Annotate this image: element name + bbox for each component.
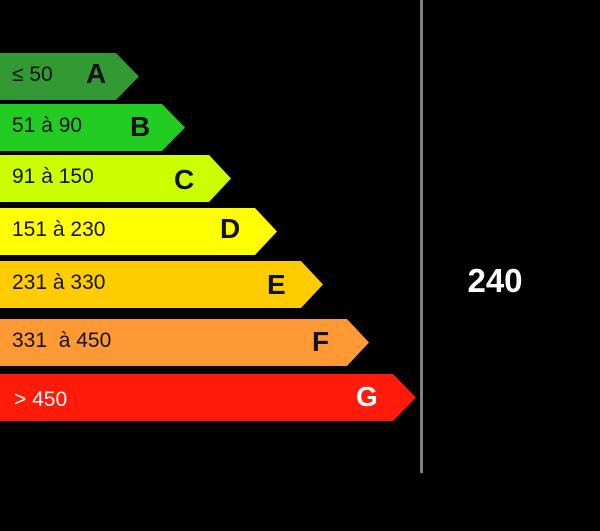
range-label-f: 331 à 450 <box>12 329 112 352</box>
class-letter-d: D <box>220 213 241 244</box>
class-letter-b: B <box>130 111 151 142</box>
rating-bar-d: 151 à 230 D <box>0 208 277 255</box>
arrow-shape-f <box>0 319 369 366</box>
range-label-c: 91 à 150 <box>12 165 94 188</box>
class-letter-a: A <box>86 58 107 89</box>
class-letter-g: G <box>356 381 378 412</box>
rating-bar-b: 51 à 90 B <box>0 104 185 151</box>
range-label-d: 151 à 230 <box>12 218 106 241</box>
rating-bar-e: 231 à 330 E <box>0 261 323 308</box>
class-letter-c: C <box>174 164 195 195</box>
range-label-e: 231 à 330 <box>12 271 106 294</box>
vertical-divider <box>420 0 423 473</box>
class-letter-f: F <box>312 326 330 357</box>
rating-bar-c: 91 à 150 C <box>0 155 231 202</box>
arrow-shape-b <box>0 104 185 151</box>
arrow-shape-d <box>0 208 277 255</box>
arrow-shape-a <box>0 53 139 100</box>
range-label-b: 51 à 90 <box>12 114 83 137</box>
range-label-a: ≤ 50 <box>12 63 53 86</box>
rating-bar-g: > 450 G <box>0 374 416 421</box>
rating-bar-a: ≤ 50 A <box>0 53 139 100</box>
rating-bar-f: 331 à 450 F <box>0 319 369 366</box>
arrow-shape-e <box>0 261 323 308</box>
range-label-g: > 450 <box>14 388 68 411</box>
current-value-indicator: 240 <box>467 262 523 299</box>
arrow-shape-g <box>0 374 416 421</box>
arrow-shape-c <box>0 155 231 202</box>
class-letter-e: E <box>267 269 286 300</box>
